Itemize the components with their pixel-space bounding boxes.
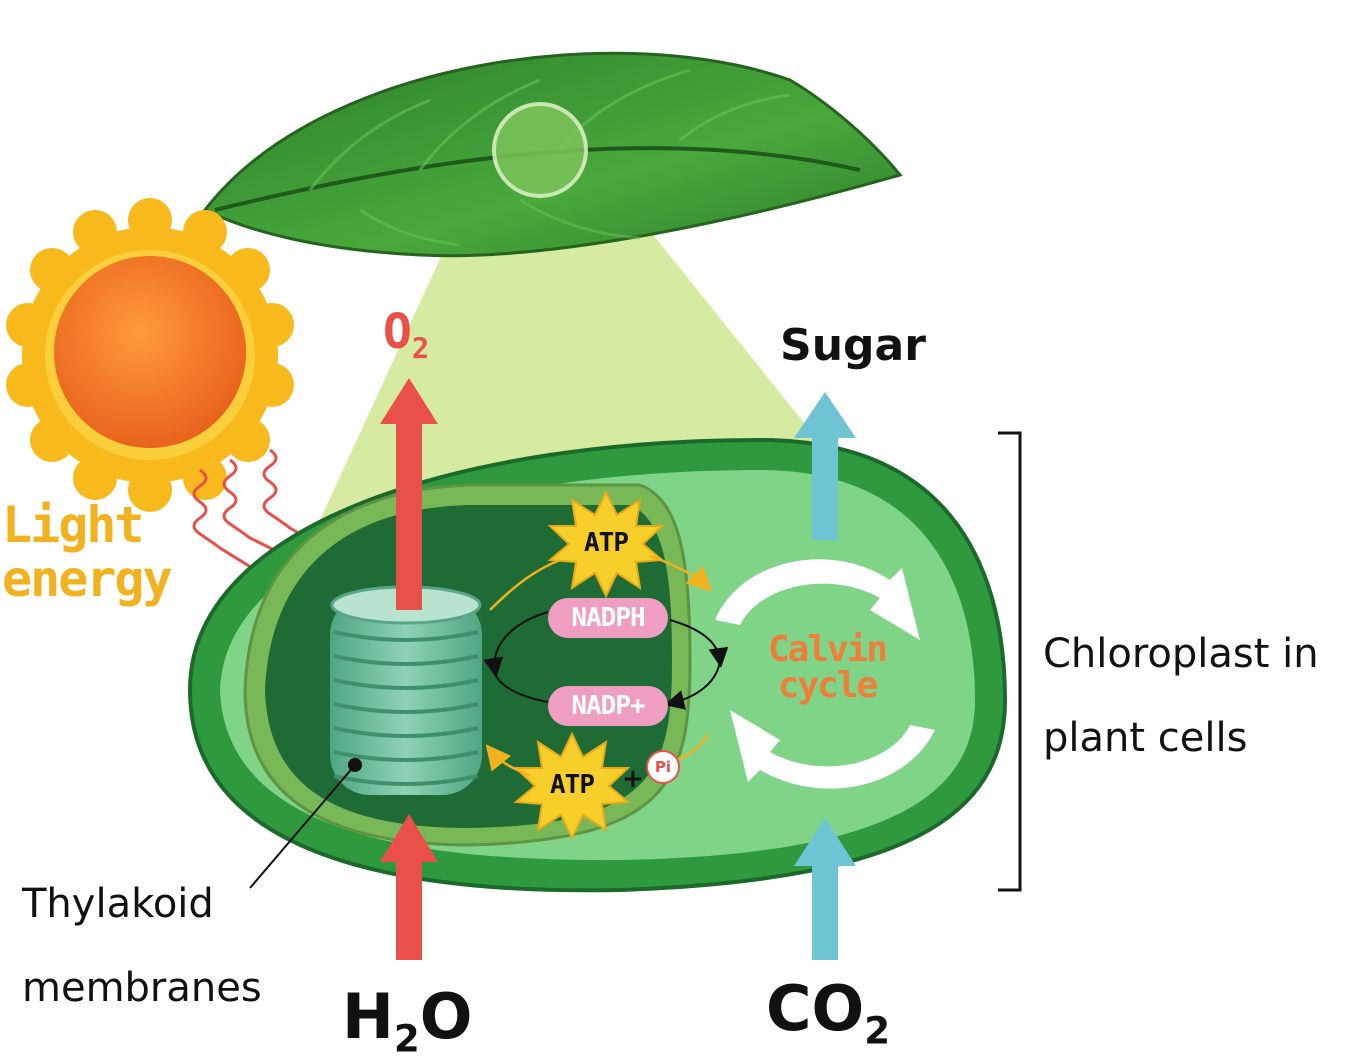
h2o-subscript: 2 [393, 1016, 420, 1061]
atp-top-label: ATP [584, 528, 629, 558]
sugar-label: Sugar [780, 320, 926, 371]
atp-bottom-label: ATP [550, 770, 595, 800]
calvin-cycle-arrows [715, 559, 935, 789]
co2-subscript: 2 [864, 1008, 891, 1053]
light-energy-label: Light energy [2, 496, 173, 608]
o2-label: O2 [383, 304, 429, 366]
nadph-pill: NADPH [548, 598, 668, 638]
co2-label: CO2 [766, 972, 890, 1052]
co2-arrow [794, 818, 856, 960]
chloroplast-label-line1: Chloroplast in [1043, 631, 1319, 677]
co2-co: CO [766, 972, 865, 1045]
sun-icon [6, 198, 294, 512]
atp-flow-arrows [485, 554, 713, 777]
chloroplast-label-line2: plant cells [1043, 715, 1248, 761]
leaf [202, 51, 903, 258]
nadp-plus-pill: NADP+ [548, 686, 668, 726]
atp-star-top [547, 489, 665, 599]
thylakoid-line1: Thylakoid [22, 881, 214, 927]
light-energy-line1: Light [2, 496, 145, 554]
atp-star-bottom [513, 731, 631, 841]
phosphate-badge: Pi [646, 750, 680, 784]
h2o-label: H2O [342, 980, 473, 1060]
chloroplast-bracket [998, 431, 1022, 892]
calvin-cycle-label: Calvin cycle [764, 632, 890, 704]
light-rays [192, 448, 381, 617]
thylakoid-line2: membranes [22, 965, 262, 1011]
sugar-arrow [794, 392, 856, 540]
o2-arrow [380, 378, 438, 610]
calvin-line1: Calvin [767, 629, 888, 670]
o2-main: O [383, 304, 412, 360]
calvin-line2: cycle [777, 665, 878, 706]
nadph-cycle-arrows [483, 611, 729, 710]
h2o-arrow [380, 814, 438, 960]
h2o-h: H [342, 980, 394, 1053]
light-energy-line2: energy [2, 550, 173, 608]
thylakoid-label: Thylakoid membranes [22, 862, 262, 1030]
thylakoid-pointer [249, 764, 356, 889]
plus-sign: + [622, 764, 644, 794]
thylakoid-stack [330, 585, 482, 795]
chloroplast-label: Chloroplast in plant cells [1043, 612, 1319, 780]
h2o-o: O [419, 980, 473, 1053]
o2-subscript: 2 [411, 331, 430, 366]
